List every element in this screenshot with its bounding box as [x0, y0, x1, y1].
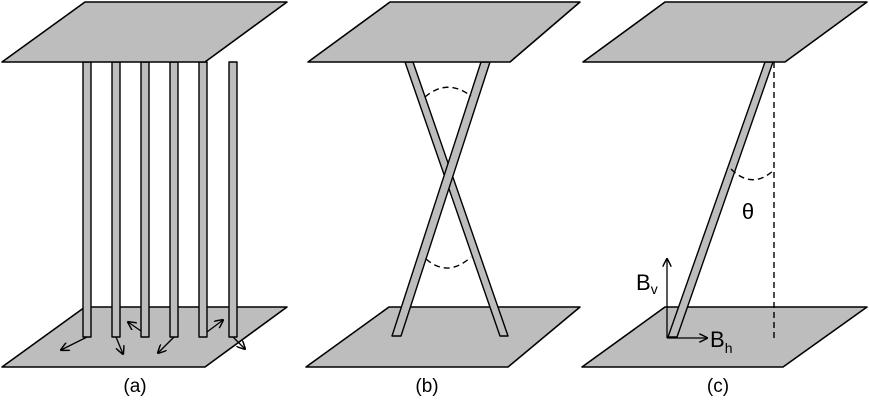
arrow [232, 336, 245, 349]
arrow [115, 336, 123, 354]
pillar [169, 61, 179, 338]
random-direction-arrows [61, 320, 245, 354]
theta-label: θ [742, 199, 754, 224]
panel-a-label: (a) [123, 376, 146, 397]
bottom-plate [305, 306, 581, 368]
panel-c-label: (c) [707, 376, 729, 397]
angle-arc-lower [425, 256, 472, 269]
inclined-column-right-to-left [391, 61, 491, 337]
pillar [111, 61, 121, 338]
inclined-column-left-to-right [404, 61, 509, 337]
top-plate [307, 1, 581, 63]
pillar [82, 61, 92, 338]
panel-c: θ Bv Bh (c) [581, 1, 868, 397]
arrow [61, 336, 88, 350]
angle-arc [730, 168, 775, 181]
pillar [198, 61, 208, 338]
pillar [140, 61, 150, 338]
vertical-pillars [82, 61, 238, 338]
pillar [228, 61, 238, 338]
bh-label: Bh [710, 327, 732, 356]
panel-a: (a) [1, 1, 288, 397]
arrow [128, 322, 142, 332]
panel-b: (b) [305, 1, 581, 397]
bottom-plate [581, 306, 868, 368]
top-plate [1, 1, 288, 63]
inclined-column [667, 61, 774, 338]
arrow [158, 336, 175, 353]
angle-arc-upper [424, 86, 472, 98]
panel-b-label: (b) [415, 376, 438, 397]
top-plate [582, 1, 868, 63]
arrow [206, 320, 223, 333]
bv-label: Bv [636, 270, 658, 297]
